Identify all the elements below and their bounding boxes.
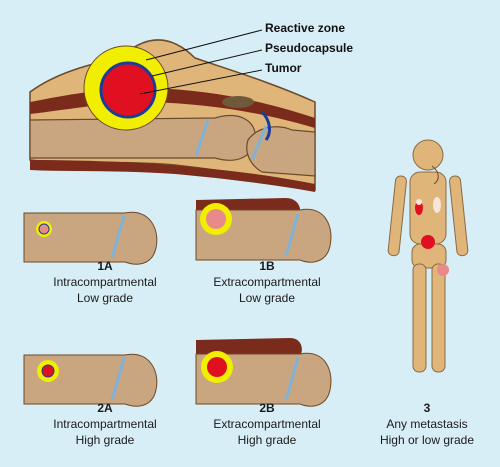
- stage-3-line1: Any metastasis: [386, 417, 468, 431]
- right-arm: [449, 175, 469, 257]
- label-pseudocapsule: Pseudocapsule: [265, 41, 354, 55]
- stage-2a-line2: High grade: [75, 433, 135, 447]
- tumor-1a: [38, 223, 50, 235]
- tumor-2b: [207, 357, 227, 377]
- bone-1a: [23, 211, 158, 265]
- stage-2a-id: 2A: [97, 401, 113, 415]
- left-leg: [412, 263, 427, 373]
- lung-lesion-left: [415, 201, 423, 215]
- growth-plate-2a: [110, 357, 126, 401]
- stage-2a-drawing: [23, 353, 158, 407]
- stage-1b-caption: 1B Extracompartmental Low grade: [192, 258, 342, 306]
- stage-3-line2: High or low grade: [379, 433, 475, 447]
- ligament-line: [260, 110, 271, 141]
- patella: [222, 96, 254, 108]
- pelvic-lesion: [421, 235, 435, 249]
- lung-highlight-right: [433, 197, 441, 213]
- joint-line: [250, 125, 268, 161]
- tumor-1b: [206, 209, 226, 229]
- leader-pseudocapsule: [151, 49, 263, 77]
- stage-1a-drawing: [23, 211, 158, 265]
- growth-plate-1b: [284, 213, 300, 257]
- stage-3-lesions: [415, 197, 449, 276]
- stage-3-caption: 3 Any metastasis High or low grade: [352, 400, 500, 448]
- lung-highlight-left: [416, 199, 422, 205]
- stage-3-id: 3: [423, 401, 431, 415]
- stage-2a-line1: Intracompartmental: [53, 417, 157, 431]
- neck-line: [431, 165, 439, 185]
- stage-1b-line2: Low grade: [238, 291, 296, 305]
- stage-2b-id: 2B: [259, 401, 275, 415]
- stage-1a-line2: Low grade: [76, 291, 134, 305]
- stage-2b-caption: 2B Extracompartmental High grade: [192, 400, 342, 448]
- growth-plate-2b: [284, 357, 300, 401]
- label-reactive-zone: Reactive zone: [265, 21, 346, 35]
- pseudocapsule-circle: [99, 61, 157, 119]
- stage-3-skeleton: [387, 139, 469, 373]
- stage-2b-line1: Extracompartmental: [213, 417, 321, 431]
- leader-tumor: [139, 69, 263, 95]
- stage-1b-line1: Extracompartmental: [213, 275, 321, 289]
- muscle-layer-bottom: [30, 160, 315, 192]
- stage-1a-caption: 1A Intracompartmental Low grade: [30, 258, 180, 306]
- stage-1a-line1: Intracompartmental: [53, 275, 157, 289]
- femoral-lesion: [437, 264, 449, 276]
- growth-plate-line: [194, 119, 210, 157]
- stage-2a-caption: 2A Intracompartmental High grade: [30, 400, 180, 448]
- tibia-bone: [246, 126, 316, 177]
- leader-reactive-zone: [145, 29, 263, 61]
- right-leg: [431, 263, 446, 373]
- stage-1a-id: 1A: [97, 259, 113, 273]
- label-tumor: Tumor: [265, 61, 302, 75]
- left-arm: [387, 175, 407, 257]
- stage-2b-line2: High grade: [237, 433, 297, 447]
- tumor-2a: [41, 364, 55, 378]
- stage-1b-id: 1B: [259, 259, 275, 273]
- main-limb-diagram: [29, 29, 316, 192]
- stage-2b-drawing: [195, 338, 332, 407]
- growth-plate-1a: [110, 215, 126, 259]
- skull: [412, 139, 444, 171]
- stage-1b-drawing: [195, 198, 332, 263]
